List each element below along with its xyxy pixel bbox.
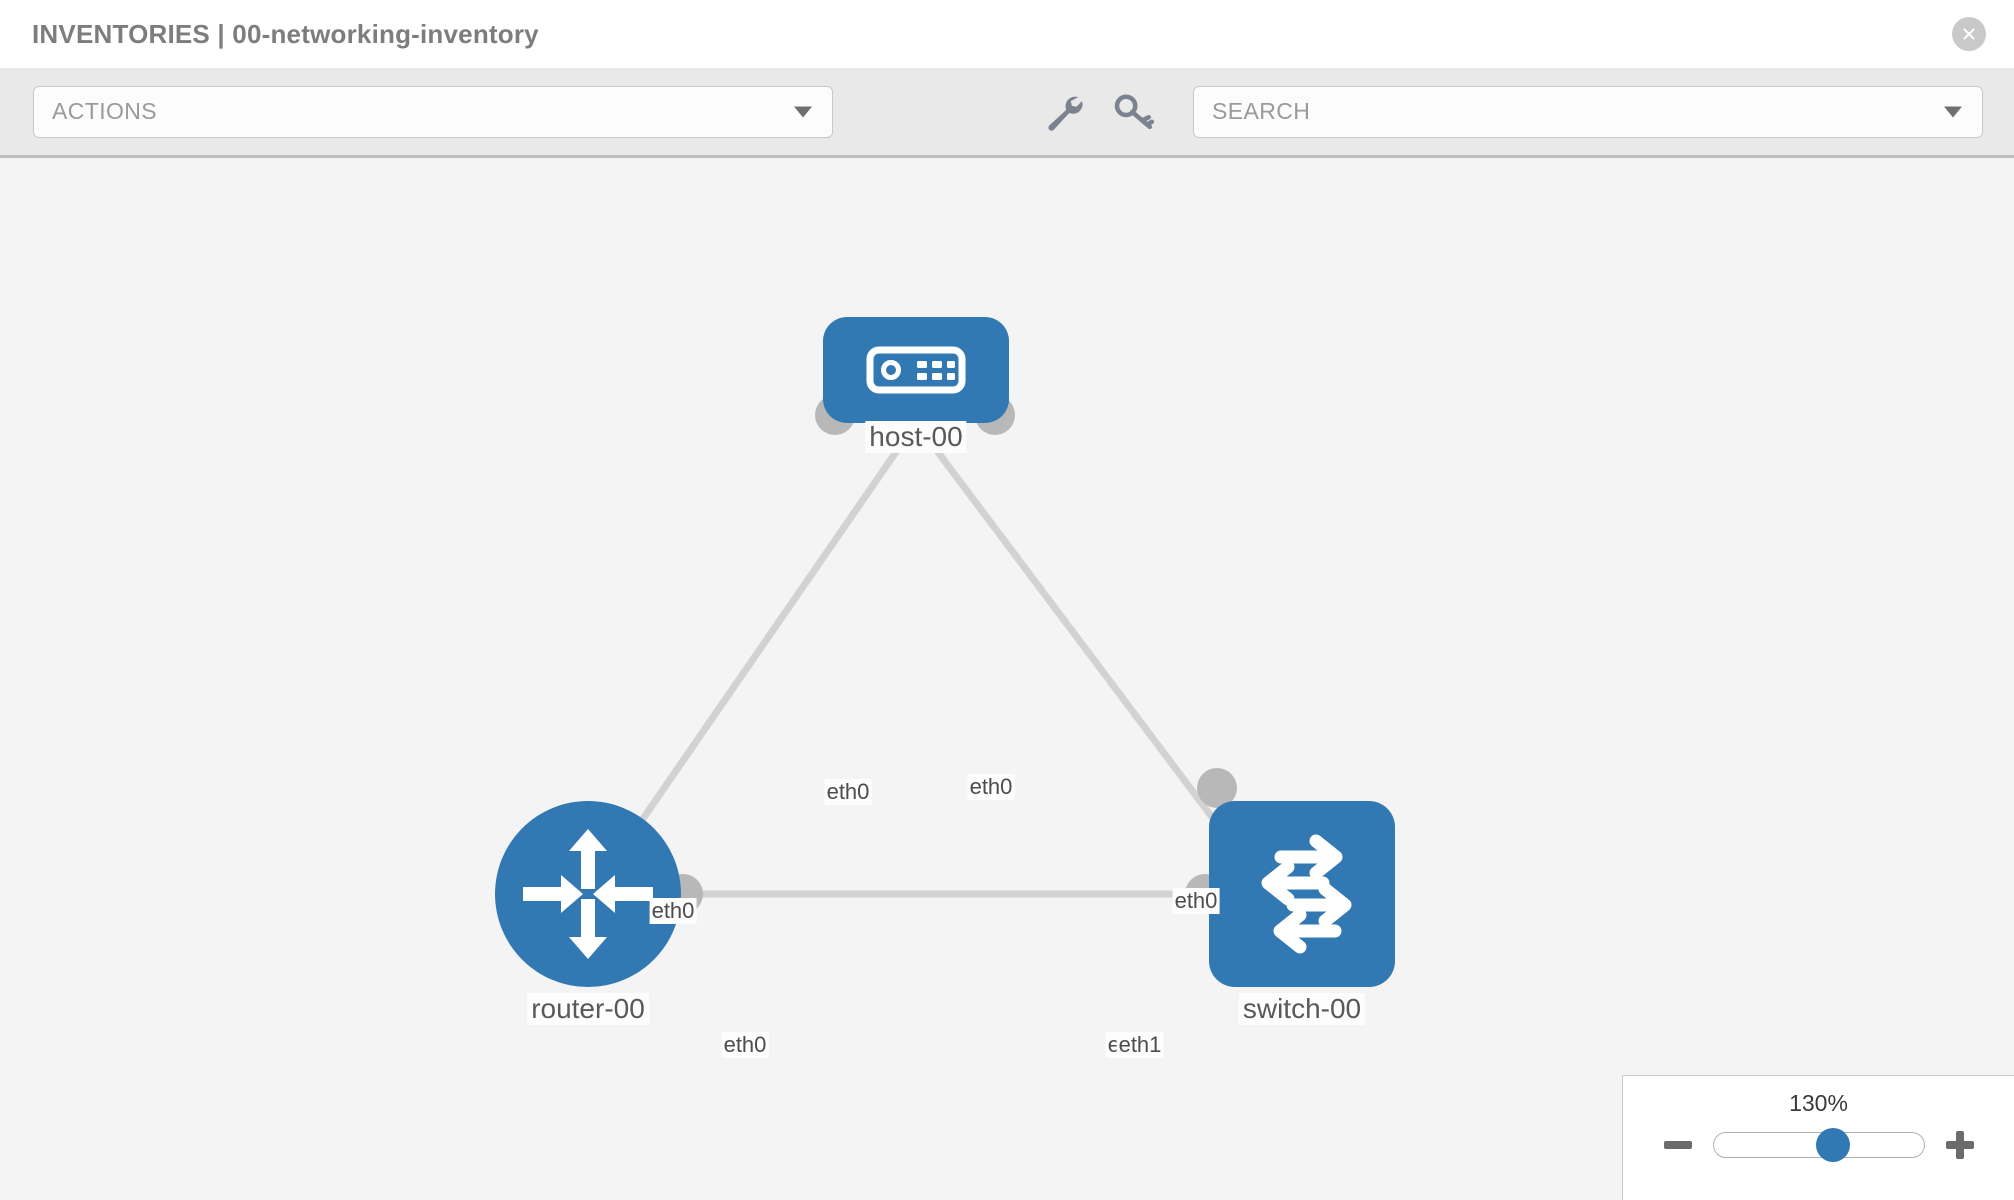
toolbar-icon-group [1043, 91, 1155, 133]
search-input[interactable]: SEARCH [1193, 85, 1983, 138]
actions-dropdown[interactable]: ACTIONS [33, 85, 833, 138]
port-label-host-left: eth0 [824, 779, 872, 805]
node-label-switch-00: switch-00 [1238, 993, 1366, 1025]
topology-canvas[interactable]: host-00 eth0 eth0 router-00 [0, 161, 2014, 1200]
chevron-down-icon [1944, 106, 1962, 117]
port-label-host-right: eth0 [967, 774, 1015, 800]
page-header: INVENTORIES | 00-networking-inventory [0, 0, 2014, 68]
link-router-host [596, 419, 920, 885]
port-label-switch-left-b: eth1 [1116, 1032, 1164, 1058]
zoom-out-button[interactable] [1661, 1128, 1695, 1162]
node-label-host-00: host-00 [865, 421, 967, 453]
host-node-shape [823, 317, 1009, 423]
close-icon[interactable] [1952, 17, 1986, 51]
search-placeholder: SEARCH [1212, 98, 1311, 124]
zoom-slider-thumb[interactable] [1816, 1128, 1851, 1162]
zoom-level-label: 130% [1789, 1090, 1848, 1116]
switch-node-shape [1209, 801, 1395, 987]
toolbar: ACTIONS SEARCH [0, 68, 2014, 158]
page-title: INVENTORIES | 00-networking-inventory [32, 18, 539, 49]
chevron-down-icon [794, 106, 812, 117]
server-icon [866, 346, 966, 394]
port-label-router-right: eth0 [721, 1032, 769, 1058]
node-label-router-00: router-00 [527, 993, 649, 1025]
switch-arrows-icon [1261, 834, 1352, 954]
port-label-router-up: eth0 [649, 898, 697, 924]
actions-dropdown-label: ACTIONS [52, 98, 158, 124]
zoom-control-panel: 130% [1622, 1075, 2014, 1200]
zoom-slider[interactable] [1712, 1128, 1925, 1162]
zoom-control-row [1623, 1128, 2014, 1162]
port-label-switch-up: eth0 [1172, 888, 1220, 914]
topology-links [596, 419, 1249, 898]
zoom-in-button[interactable] [1943, 1128, 1977, 1162]
router-arrows-icon [523, 829, 653, 959]
wrench-icon[interactable] [1043, 91, 1085, 133]
key-icon[interactable] [1113, 91, 1155, 133]
link-host-switch [912, 419, 1249, 865]
